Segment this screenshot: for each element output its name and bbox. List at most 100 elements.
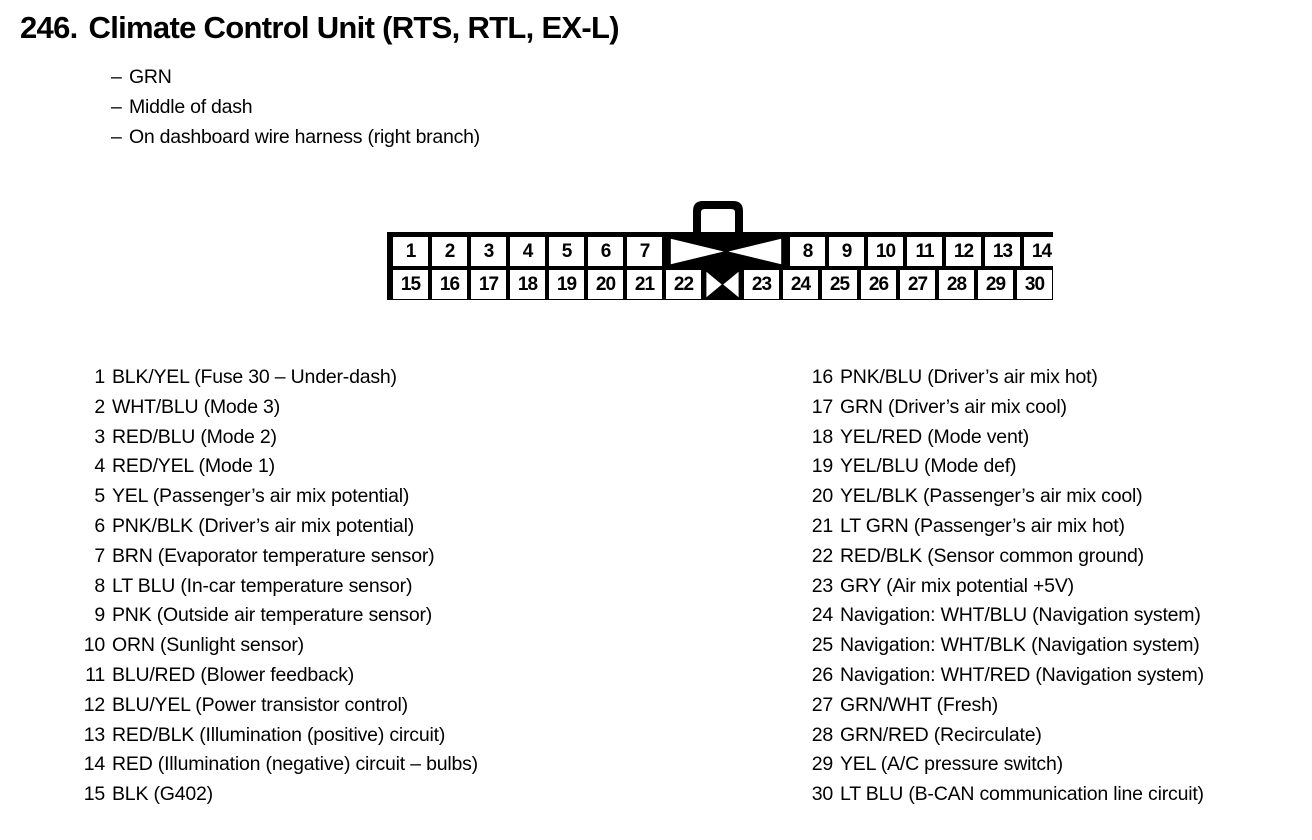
pin-number: 26 (811, 663, 833, 686)
pin-number: 21 (811, 514, 833, 537)
connector-locking-tab-icon (683, 197, 753, 233)
pin-number: 14 (83, 753, 105, 776)
page-title: 246. Climate Control Unit (RTS, RTL, EX-L… (20, 10, 620, 46)
pin-number: 8 (94, 574, 105, 597)
pin-list-item: 26 Navigation: WHT/RED (Navigation system… (806, 664, 1204, 694)
pin-description: YEL/BLU (Mode def) (840, 455, 1017, 478)
subtitle-dash-icon: – (111, 96, 122, 118)
subtitle-line: –On dashboard wire harness (right branch… (111, 122, 480, 152)
connector-pin-21: 21 (627, 270, 662, 299)
connector-pin-2: 2 (432, 237, 467, 266)
pin-number: 10 (83, 634, 105, 657)
pin-number: 23 (811, 574, 833, 597)
pin-description: LT GRN (Passenger’s air mix hot) (840, 514, 1125, 537)
pin-number: 15 (83, 783, 105, 806)
pin-list-item: 23 GRY (Air mix potential +5V) (806, 575, 1204, 605)
connector-pin-20: 20 (588, 270, 623, 299)
pin-number: 27 (811, 693, 833, 716)
connector-pin-7: 7 (627, 237, 662, 266)
pin-description: BLU/YEL (Power transistor control) (112, 693, 408, 716)
connector-pin-29: 29 (978, 270, 1013, 299)
connector-pin-24: 24 (783, 270, 818, 299)
subtitle-list: –GRN–Middle of dash–On dashboard wire ha… (111, 62, 480, 152)
page-title-number: 246. (20, 10, 78, 45)
subtitle-dash-icon: – (111, 126, 122, 148)
connector-pin-8: 8 (790, 237, 825, 266)
pin-number: 17 (811, 395, 833, 418)
pin-description: BLK (G402) (112, 783, 213, 806)
pin-description: LT BLU (In-car temperature sensor) (112, 574, 413, 597)
pin-description: RED (Illumination (negative) circuit – b… (112, 753, 478, 776)
pin-description: PNK (Outside air temperature sensor) (112, 604, 433, 627)
pin-list-item: 20 YEL/BLK (Passenger’s air mix cool) (806, 485, 1204, 515)
pin-description: ORN (Sunlight sensor) (112, 634, 304, 657)
pin-number: 16 (811, 366, 833, 388)
pin-number: 30 (811, 783, 833, 806)
pin-description: YEL/RED (Mode vent) (840, 425, 1030, 448)
connector-pin-14: 14 (1024, 237, 1059, 266)
subtitle-line: –GRN (111, 62, 480, 92)
connector-pin-9: 9 (829, 237, 864, 266)
connector-pin-1: 1 (393, 237, 428, 266)
pin-list-item: 19 YEL/BLU (Mode def) (806, 455, 1204, 485)
pin-description: Navigation: WHT/RED (Navigation system) (840, 663, 1204, 686)
pin-description: RED/BLK (Sensor common ground) (840, 544, 1144, 567)
pin-list-item: 28 GRN/RED (Recirculate) (806, 724, 1204, 754)
pin-list-item: 15 BLK (G402) (78, 783, 478, 813)
connector-pin-5: 5 (549, 237, 584, 266)
pin-description: RED/BLK (Illumination (positive) circuit… (112, 723, 446, 746)
connector-pin-10: 10 (868, 237, 903, 266)
subtitle-text: Middle of dash (129, 96, 253, 118)
pin-list-item: 27 GRN/WHT (Fresh) (806, 694, 1204, 724)
pin-number: 28 (811, 723, 833, 746)
subtitle-text: On dashboard wire harness (right branch) (129, 126, 480, 148)
pin-description: YEL (Passenger’s air mix potential) (112, 485, 410, 508)
pin-number: 19 (811, 455, 833, 478)
pin-list-item: 17 GRN (Driver’s air mix cool) (806, 396, 1204, 426)
pin-description: GRY (Air mix potential +5V) (840, 574, 1074, 597)
connector-pin-12: 12 (946, 237, 981, 266)
pin-description: GRN (Driver’s air mix cool) (840, 395, 1067, 418)
connector-pin-15: 15 (393, 270, 428, 299)
connector-pin-3: 3 (471, 237, 506, 266)
connector-pin-30: 30 (1017, 270, 1052, 299)
connector-pin-25: 25 (822, 270, 857, 299)
connector-pin-16: 16 (432, 270, 467, 299)
pin-description: WHT/BLU (Mode 3) (112, 395, 280, 418)
pin-description: RED/YEL (Mode 1) (112, 455, 275, 478)
connector-pin-19: 19 (549, 270, 584, 299)
pin-description: YEL/BLK (Passenger’s air mix cool) (840, 485, 1143, 508)
pin-description: BLU/RED (Blower feedback) (112, 663, 355, 686)
pin-list-item: 21 LT GRN (Passenger’s air mix hot) (806, 515, 1204, 545)
connector-pin-13: 13 (985, 237, 1020, 266)
pin-list-item: 30 LT BLU (B-CAN communication line circu… (806, 783, 1204, 813)
pin-description: GRN/RED (Recirculate) (840, 723, 1042, 746)
pin-list-item: 14 RED (Illumination (negative) circuit –… (78, 753, 478, 783)
pin-number: 18 (811, 425, 833, 448)
pin-description: YEL (A/C pressure switch) (840, 753, 1063, 776)
page-title-text: Climate Control Unit (RTS, RTL, EX-L) (88, 10, 620, 45)
connector-pin-11: 11 (907, 237, 942, 266)
connector-pin-28: 28 (939, 270, 974, 299)
pin-number: 20 (811, 485, 833, 508)
pin-description: LT BLU (B-CAN communication line circuit… (840, 783, 1204, 806)
pin-description: GRN/WHT (Fresh) (840, 693, 999, 716)
pin-description: RED/BLU (Mode 2) (112, 425, 277, 448)
